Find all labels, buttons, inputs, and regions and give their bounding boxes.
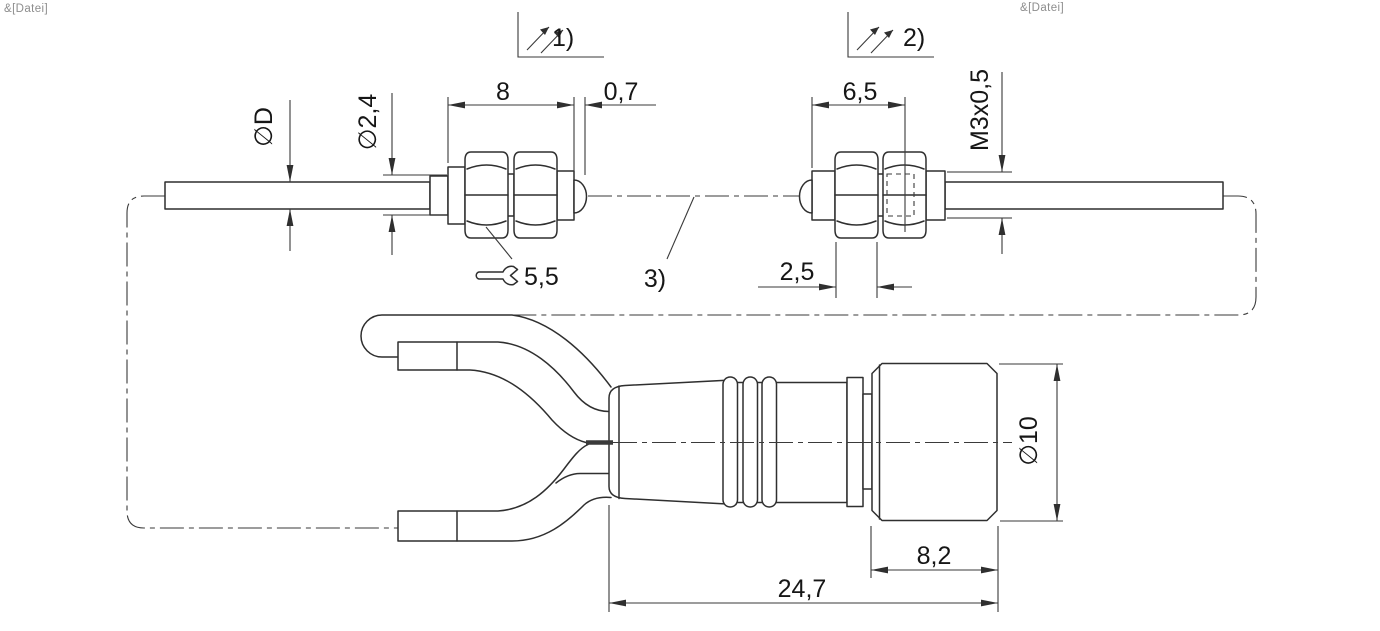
- header-right-label: &[Datei]: [1020, 2, 1064, 14]
- left-sensor-head: [164, 151, 588, 239]
- lower-band-ferrule: [397, 510, 458, 542]
- wrench-size-callout: 5,5: [475, 226, 559, 291]
- dim-total-length: 24,7: [608, 505, 998, 612]
- left-cable-tube: [164, 181, 431, 210]
- right-sensor-head: [798, 151, 1224, 239]
- dim-barrel-length: 8,2: [870, 526, 999, 612]
- connector-plug: [586, 362, 1012, 522]
- upper-band-ferrule: [397, 341, 458, 371]
- dim-head-length-label: 8: [496, 78, 510, 106]
- upper-band-top-edge: [456, 341, 610, 413]
- left-collar: [447, 166, 466, 225]
- fiber-loop-left: [126, 195, 398, 529]
- left-collar-2: [556, 170, 575, 221]
- upper-tube-cap: [360, 314, 612, 388]
- dim-cable-diameter: ∅D: [250, 100, 294, 251]
- upper-band-bottom-edge: [456, 369, 587, 444]
- dim-wrench-size-label: 5,5: [524, 263, 559, 291]
- wrench-icon: [475, 265, 519, 286]
- dim-thread-spec: M3x0,5: [966, 69, 1006, 254]
- note-3-callout: 3): [644, 196, 695, 293]
- dim-right-head-length: 6,5: [811, 78, 906, 232]
- dim-sleeve-diameter: ∅2,4: [354, 93, 447, 255]
- dim-tip-protrusion: 0,7: [585, 78, 656, 109]
- dim-total-length-label: 24,7: [778, 575, 827, 603]
- dim-head-length: 8: [447, 78, 586, 175]
- dim-right-head-length-label: 6,5: [843, 78, 878, 106]
- lower-band-bottom-edge: [456, 496, 612, 542]
- note-3-label: 3): [644, 265, 666, 293]
- right-collar: [811, 170, 836, 221]
- note-2-label: 2): [903, 24, 925, 52]
- optical-tip-right: [798, 179, 813, 214]
- right-threaded-rod: [944, 181, 1224, 210]
- dim-barrel-diameter: ∅10: [999, 363, 1063, 522]
- lower-band-top-edge: [456, 443, 589, 512]
- lower-band-mid-edge: [555, 472, 610, 484]
- dim-sleeve-diameter-label: ∅2,4: [354, 94, 382, 151]
- dim-barrel-diameter-label: ∅10: [1015, 416, 1043, 466]
- dim-barrel-length-label: 8,2: [917, 542, 952, 570]
- dim-cable-diameter-label: ∅D: [250, 107, 278, 147]
- dim-nut-width-label: 2,5: [780, 258, 815, 286]
- connector-neck: [862, 393, 873, 490]
- fiber-loop-right: [512, 195, 1257, 316]
- cable-y-split: [360, 314, 612, 542]
- optical-tip-left: [573, 179, 588, 214]
- optical-surface-icon-1: [517, 12, 604, 58]
- dim-nut-width: 2,5: [758, 242, 912, 298]
- left-sleeve: [429, 175, 449, 216]
- dim-tip-protrusion-label: 0,7: [604, 78, 639, 106]
- dim-thread-spec-label: M3x0,5: [966, 69, 994, 151]
- header-left-label: &[Datei]: [4, 3, 48, 15]
- optical-surface-icon-2: [847, 12, 934, 58]
- hidden-thread-outline: [886, 173, 915, 217]
- right-collar-2: [925, 170, 946, 221]
- note-1-label: 1): [552, 24, 574, 52]
